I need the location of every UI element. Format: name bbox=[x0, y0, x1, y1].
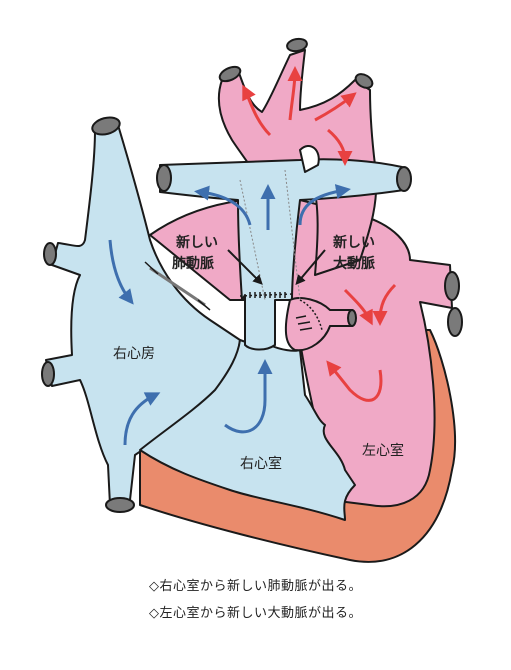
red-arrow-lv-a bbox=[343, 288, 373, 326]
label-new-aorta-line2: 大動脈 bbox=[333, 255, 375, 272]
venous-flow-arrows bbox=[108, 184, 351, 446]
ductus-ligament bbox=[299, 145, 320, 173]
left-pv-cap-upper bbox=[444, 271, 460, 301]
blue-arrow-pa-right bbox=[298, 184, 351, 226]
label-left-ventricle: 左心室 bbox=[362, 442, 404, 459]
caption-line-2: ◇左心室から新しい大動脈が出る。 bbox=[149, 606, 362, 621]
carotid-cap bbox=[286, 37, 308, 53]
subclavian-cap bbox=[354, 73, 374, 89]
svc-cap bbox=[91, 116, 121, 136]
caption-line-1: ◇右心室から新しい肺動脈が出る。 bbox=[149, 579, 362, 594]
blue-arrow-rv bbox=[224, 359, 273, 434]
pointer-new-aorta bbox=[295, 249, 326, 286]
pointer-new-pulmonary bbox=[227, 249, 263, 285]
red-arrow-arch-right bbox=[314, 92, 357, 122]
blue-arrow-pa-left bbox=[194, 185, 252, 226]
arterial-flow-arrows bbox=[242, 66, 397, 402]
red-arrow-arch-left bbox=[242, 84, 272, 137]
right-pv-cap-lower bbox=[41, 361, 55, 387]
blue-arrow-svc bbox=[108, 239, 134, 305]
red-arrow-lv-c bbox=[326, 360, 383, 402]
label-new-pulmonary-line2: 肺動脈 bbox=[172, 255, 214, 272]
vessel-caps bbox=[41, 37, 463, 513]
right-pv-cap-upper bbox=[43, 242, 57, 266]
blue-arrow-ivc bbox=[123, 392, 161, 446]
ivc-cap bbox=[105, 497, 135, 513]
brachiocephalic-cap bbox=[218, 65, 242, 83]
aortic-root-knob bbox=[284, 297, 353, 352]
red-arrow-lv-b bbox=[372, 283, 397, 326]
label-new-aorta-line1: 新しい bbox=[333, 234, 375, 251]
red-arrow-desc bbox=[327, 128, 353, 166]
right-pa-cap bbox=[396, 166, 412, 192]
left-pa-cap bbox=[156, 164, 172, 192]
left-pv-cap-lower bbox=[447, 307, 463, 337]
label-right-atrium: 右心房 bbox=[113, 346, 155, 362]
coronary-cap bbox=[347, 309, 357, 327]
label-new-pulmonary-line1: 新しい bbox=[176, 234, 218, 251]
red-arrow-arch-mid bbox=[287, 66, 303, 121]
label-right-ventricle: 右心室 bbox=[240, 455, 282, 472]
